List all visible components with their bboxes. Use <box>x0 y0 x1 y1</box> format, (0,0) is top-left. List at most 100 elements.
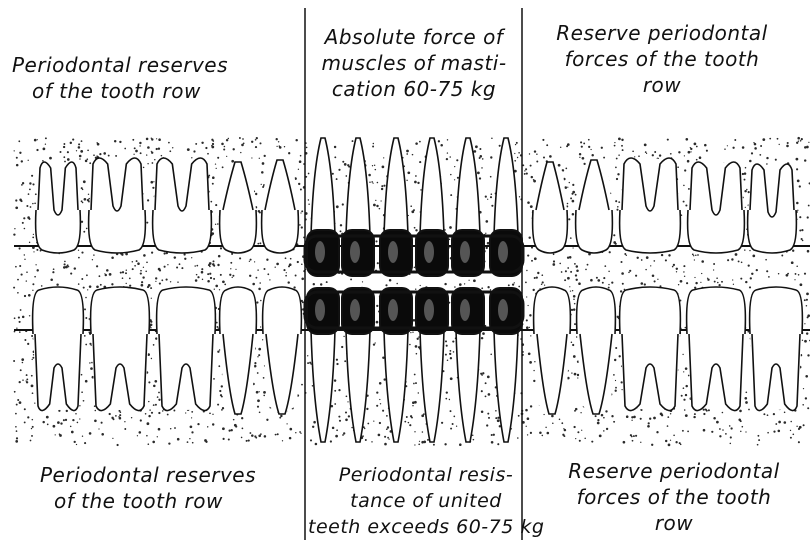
bone-speck <box>477 172 480 175</box>
bone-speck <box>388 438 389 439</box>
bone-speck <box>231 429 233 431</box>
bone-speck <box>475 145 478 148</box>
bone-speck <box>184 258 186 260</box>
bone-speck <box>168 142 170 144</box>
bone-speck <box>553 260 555 262</box>
bone-speck <box>799 229 801 231</box>
bone-speck <box>112 438 113 439</box>
bone-speck <box>13 287 15 289</box>
bone-speck <box>45 144 46 145</box>
bone-speck <box>647 425 650 428</box>
bone-speck <box>769 138 771 140</box>
splinted-upper-tooth-1 <box>342 138 374 276</box>
bone-speck <box>84 335 86 337</box>
bone-speck <box>799 216 801 218</box>
bone-speck <box>134 147 136 149</box>
bone-speck <box>459 443 462 446</box>
bone-speck <box>264 155 266 157</box>
bone-speck <box>220 247 222 249</box>
bone-speck <box>449 399 450 400</box>
bone-speck <box>386 428 388 430</box>
bone-speck <box>608 287 610 289</box>
bone-speck <box>17 399 19 401</box>
bone-speck <box>379 399 380 400</box>
bone-speck <box>380 403 381 404</box>
bone-speck <box>486 424 488 426</box>
bone-speck <box>796 265 798 267</box>
bone-speck <box>585 269 587 271</box>
bone-speck <box>716 277 718 279</box>
bone-speck <box>570 271 572 273</box>
bone-speck <box>444 283 446 285</box>
bone-speck <box>525 282 527 284</box>
bone-speck <box>784 421 787 424</box>
bone-speck <box>255 146 257 148</box>
bone-speck <box>87 158 89 160</box>
bone-speck <box>257 406 259 408</box>
bone-speck <box>179 263 181 265</box>
bone-speck <box>78 143 80 145</box>
bone-speck <box>446 158 448 160</box>
bone-speck <box>143 267 144 268</box>
bone-speck <box>389 279 392 282</box>
bone-speck <box>251 157 252 158</box>
bone-speck <box>153 181 154 182</box>
bone-speck <box>684 155 685 156</box>
bone-speck <box>738 419 741 422</box>
bone-speck <box>224 284 226 286</box>
bone-speck <box>301 226 303 228</box>
bone-speck <box>301 384 303 386</box>
bone-speck <box>344 360 346 362</box>
bone-speck <box>396 283 398 285</box>
bone-speck <box>806 332 808 334</box>
bone-speck <box>745 401 748 404</box>
lower-tooth-left-0 <box>33 287 84 411</box>
bone-speck <box>34 139 37 142</box>
bone-speck <box>140 419 142 421</box>
bone-speck <box>231 160 234 163</box>
bone-speck <box>572 247 573 248</box>
bone-speck <box>422 431 424 433</box>
bone-speck <box>481 410 484 413</box>
bone-speck <box>84 198 87 201</box>
splinted-upper-tooth-3 <box>416 138 448 276</box>
bone-speck <box>115 415 117 417</box>
bone-speck <box>382 166 385 169</box>
bone-speck <box>575 274 577 276</box>
bone-speck <box>749 160 752 163</box>
bone-speck <box>654 151 656 153</box>
bone-speck <box>258 348 261 351</box>
bone-speck <box>375 240 377 242</box>
bone-speck <box>285 275 287 277</box>
splinted-lower-tooth-0 <box>307 288 339 442</box>
bone-speck <box>490 354 492 356</box>
bone-speck <box>584 438 585 439</box>
bone-speck <box>683 399 685 401</box>
bone-speck <box>656 431 658 433</box>
bone-speck <box>768 276 770 278</box>
bone-speck <box>516 142 518 144</box>
bone-speck <box>765 259 767 261</box>
bone-speck <box>129 278 131 280</box>
bone-speck <box>215 285 218 288</box>
bone-speck <box>75 413 77 415</box>
bone-speck <box>81 391 83 393</box>
bone-speck <box>572 213 575 216</box>
bone-speck <box>597 419 599 421</box>
bone-speck <box>249 432 251 434</box>
bone-speck <box>778 430 781 433</box>
bone-speck <box>668 444 671 447</box>
bone-speck <box>631 436 633 438</box>
bone-speck <box>526 173 528 175</box>
bone-speck <box>306 147 308 149</box>
bone-speck <box>98 428 99 429</box>
bone-speck <box>732 279 733 280</box>
bone-speck <box>805 397 807 399</box>
bone-speck <box>611 282 613 284</box>
bone-speck <box>613 234 615 236</box>
bone-speck <box>376 391 378 393</box>
bone-speck <box>517 437 519 439</box>
bone-speck <box>670 153 672 155</box>
bone-speck <box>70 426 72 428</box>
lower-tooth-right-1 <box>577 287 616 414</box>
